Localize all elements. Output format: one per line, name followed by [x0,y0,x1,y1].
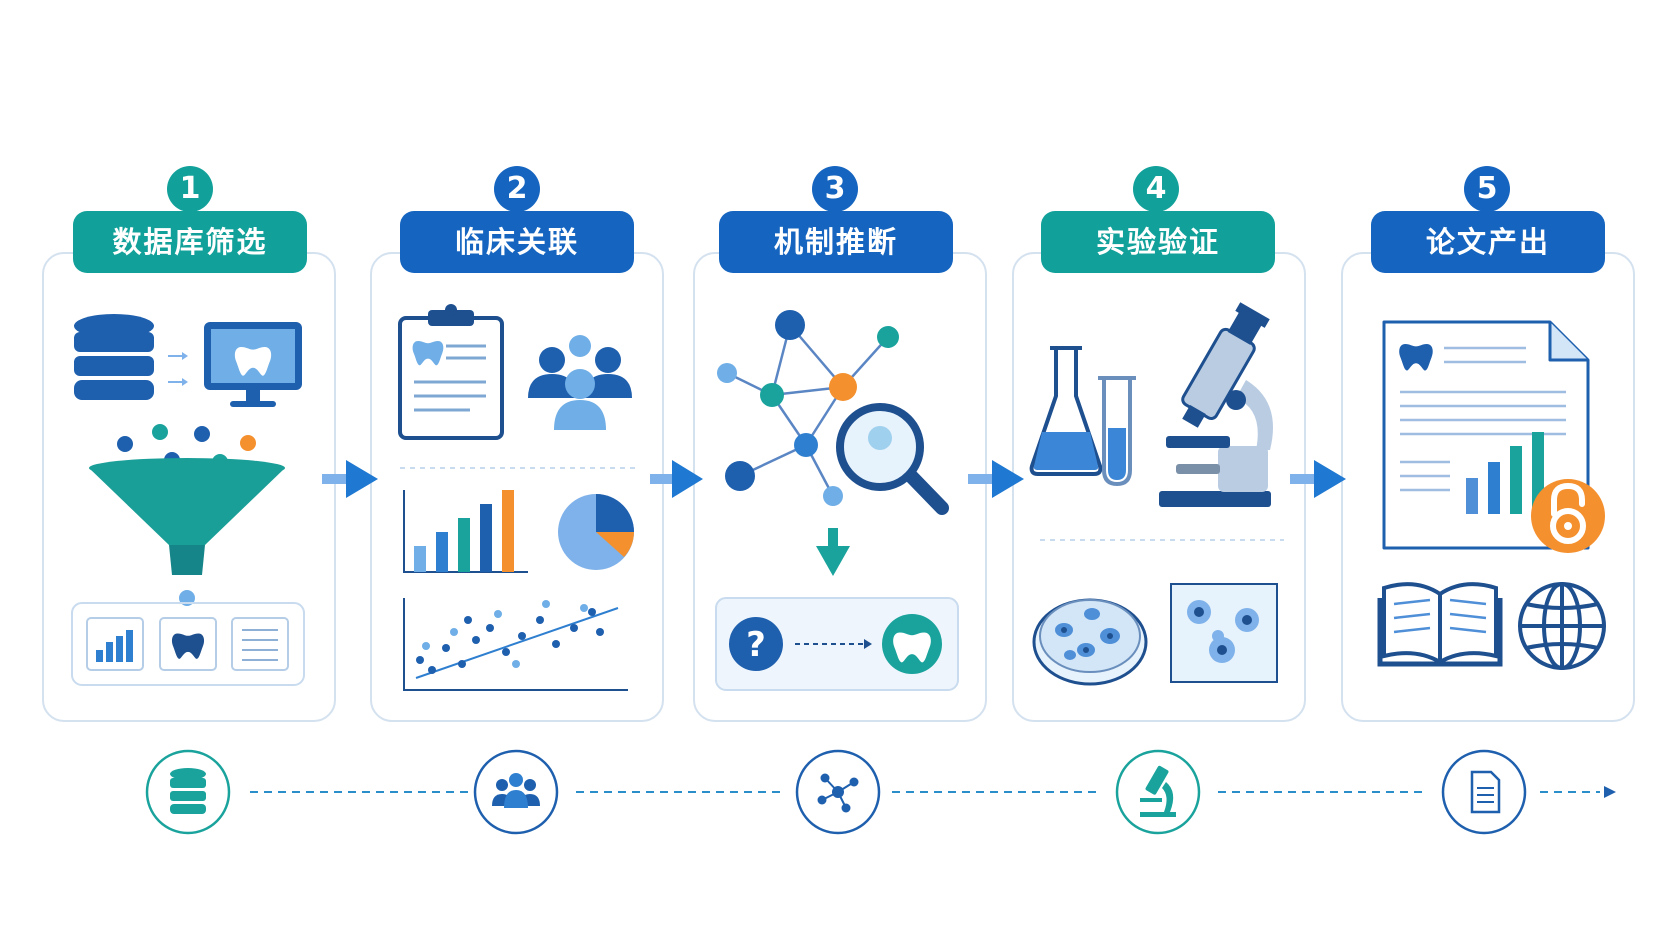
scatter-plot-icon [403,598,628,691]
step4-title: 实验验证 [1041,211,1275,273]
pie-chart-icon [558,494,634,570]
flow-arrow-3 [968,460,1024,498]
flask-icon [1029,346,1103,476]
output-cards [71,602,305,686]
timeline-network-icon [795,749,881,835]
cell-slide-icon [1170,583,1278,683]
funnel-icon [89,458,285,606]
open-book-icon [1377,582,1503,667]
step1-title: 数据库筛选 [73,211,307,273]
down-arrow-icon [816,528,850,576]
paper-icon [1382,320,1590,550]
svg-text:?: ? [746,625,766,665]
tooth-icon [159,617,217,671]
magnifier-icon [836,403,949,515]
document-lines-icon [231,617,289,671]
petri-dish-icon [1032,598,1148,686]
step3-title: 机制推断 [719,211,953,273]
flow-arrow-1 [322,460,378,498]
question-icon: ? [729,617,783,671]
hypothesis-box: ? [715,597,959,691]
bar-chart-icon [403,490,528,573]
network-icon [717,310,899,506]
database-icon [74,314,154,400]
clipboard-icon [398,304,504,440]
step2-number-badge: 2 [494,166,540,212]
timeline-database-icon [145,749,231,835]
step5-title: 论文产出 [1371,211,1605,273]
tooth-icon [882,614,942,674]
test-tube-icon [1098,376,1136,487]
timeline-microscope-icon [1115,749,1201,835]
open-access-icon [1531,479,1605,553]
step2-title: 临床关联 [400,211,634,273]
timeline-people-group-icon [473,749,559,835]
people-group-icon [528,335,632,430]
step5-number-badge: 5 [1464,166,1510,212]
monitor-tooth-icon [204,322,302,407]
flow-arrow-2 [650,460,703,498]
timeline-document-icon [1441,749,1527,835]
step4-number-badge: 4 [1133,166,1179,212]
step1-number-badge: 1 [167,166,213,212]
bar-chart-icon [86,617,144,671]
flow-arrow-4 [1290,460,1346,498]
step3-number-badge: 3 [812,166,858,212]
timeline-arrowhead [1604,786,1616,798]
microscope-icon [1159,302,1273,507]
globe-icon [1518,582,1606,670]
small-arrows [168,352,188,386]
